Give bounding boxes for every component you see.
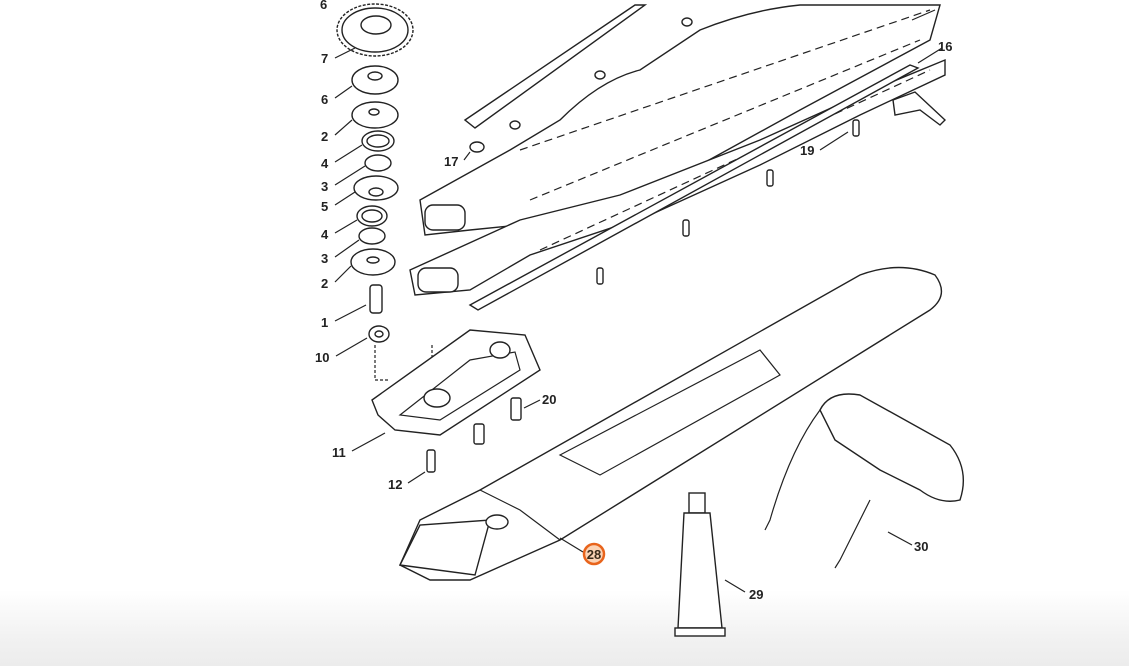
- part-label: 6: [321, 92, 328, 107]
- part-label: 4: [321, 227, 329, 242]
- part-label: 3: [321, 179, 328, 194]
- part-label: 1: [321, 315, 328, 330]
- part-label: 3: [321, 251, 328, 266]
- part-label: 16: [938, 39, 952, 54]
- part-label: 29: [749, 587, 763, 602]
- part-label: 10: [315, 350, 329, 365]
- part-label: 11: [332, 445, 346, 460]
- grease-tube: [674, 492, 726, 637]
- part-label: 17: [444, 154, 458, 169]
- part-label: 6: [320, 0, 327, 12]
- part-label: 2: [321, 129, 328, 144]
- part-label: 4: [321, 156, 329, 171]
- blade-guard: [398, 266, 943, 581]
- part-label-highlighted: 28: [587, 547, 601, 562]
- part-label: 5: [321, 199, 328, 214]
- guide-bar: [463, 4, 648, 129]
- part-label: 2: [321, 276, 328, 291]
- gear-part: [336, 3, 414, 57]
- gear-housing: [371, 329, 541, 436]
- cutting-blades: [409, 4, 947, 311]
- part-label: 19: [800, 143, 814, 158]
- part-label: 20: [542, 392, 556, 407]
- safety-glasses: [764, 393, 964, 569]
- screws: [426, 17, 860, 473]
- part-label: 7: [321, 51, 328, 66]
- leader-lines: [334, 9, 943, 593]
- part-label: 12: [388, 477, 402, 492]
- part-label: 30: [914, 539, 928, 554]
- highlighted-part-badge[interactable]: 28: [582, 542, 606, 566]
- washer-stack: [350, 65, 433, 390]
